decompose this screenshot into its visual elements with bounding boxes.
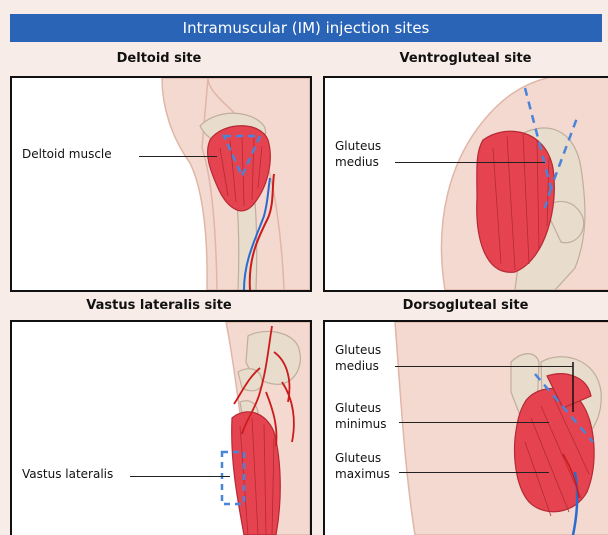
dorsogluteal-site-title: Dorsogluteal site <box>323 298 608 313</box>
label-gluteus-maximus-line1: Gluteus <box>335 450 390 466</box>
dorsogluteal-panel: Gluteus medius Gluteus minimus Gluteus m… <box>323 320 608 535</box>
label-gluteus-maximus-line2: maximus <box>335 466 390 482</box>
leader-gluteus-medius <box>395 162 545 163</box>
label-gluteus-medius: Gluteus medius <box>335 342 381 374</box>
label-medius-line2: medius <box>335 154 381 170</box>
vastus-lateralis-site-title: Vastus lateralis site <box>10 298 308 313</box>
label-gluteus-minimus: Gluteus minimus <box>335 400 387 432</box>
label-gluteus-minimus-line2: minimus <box>335 416 387 432</box>
title-banner: Intramuscular (IM) injection sites <box>10 14 602 42</box>
deltoid-site-title: Deltoid site <box>10 51 308 66</box>
label-gluteus-medius-line2: medius <box>335 358 381 374</box>
label-gluteus-maximus: Gluteus maximus <box>335 450 390 482</box>
vastus-lateralis-panel: Vastus lateralis <box>10 320 312 535</box>
vastus-lateralis-illustration <box>12 322 310 535</box>
label-gluteus-medius-line1: Gluteus <box>335 342 381 358</box>
leader-gluteus-medius <box>395 366 573 367</box>
ventrogluteal-site-title: Ventrogluteal site <box>323 51 608 66</box>
deltoid-panel: Deltoid muscle <box>10 76 312 292</box>
label-deltoid-muscle: Deltoid muscle <box>22 146 112 162</box>
leader-gluteus-minimus <box>399 422 549 423</box>
leader-gluteus-maximus <box>399 472 549 473</box>
label-gluteus-line1: Gluteus <box>335 138 381 154</box>
label-vastus-lateralis: Vastus lateralis <box>22 466 113 482</box>
label-gluteus-medius: Gluteus medius <box>335 138 381 170</box>
deltoid-illustration <box>12 78 310 290</box>
leader-vastus-lateralis <box>130 476 230 477</box>
ventrogluteal-panel: Gluteus medius <box>323 76 608 292</box>
label-gluteus-minimus-line1: Gluteus <box>335 400 387 416</box>
banner-title: Intramuscular (IM) injection sites <box>183 19 430 37</box>
leader-deltoid <box>139 156 217 157</box>
ventrogluteal-illustration <box>325 78 608 290</box>
